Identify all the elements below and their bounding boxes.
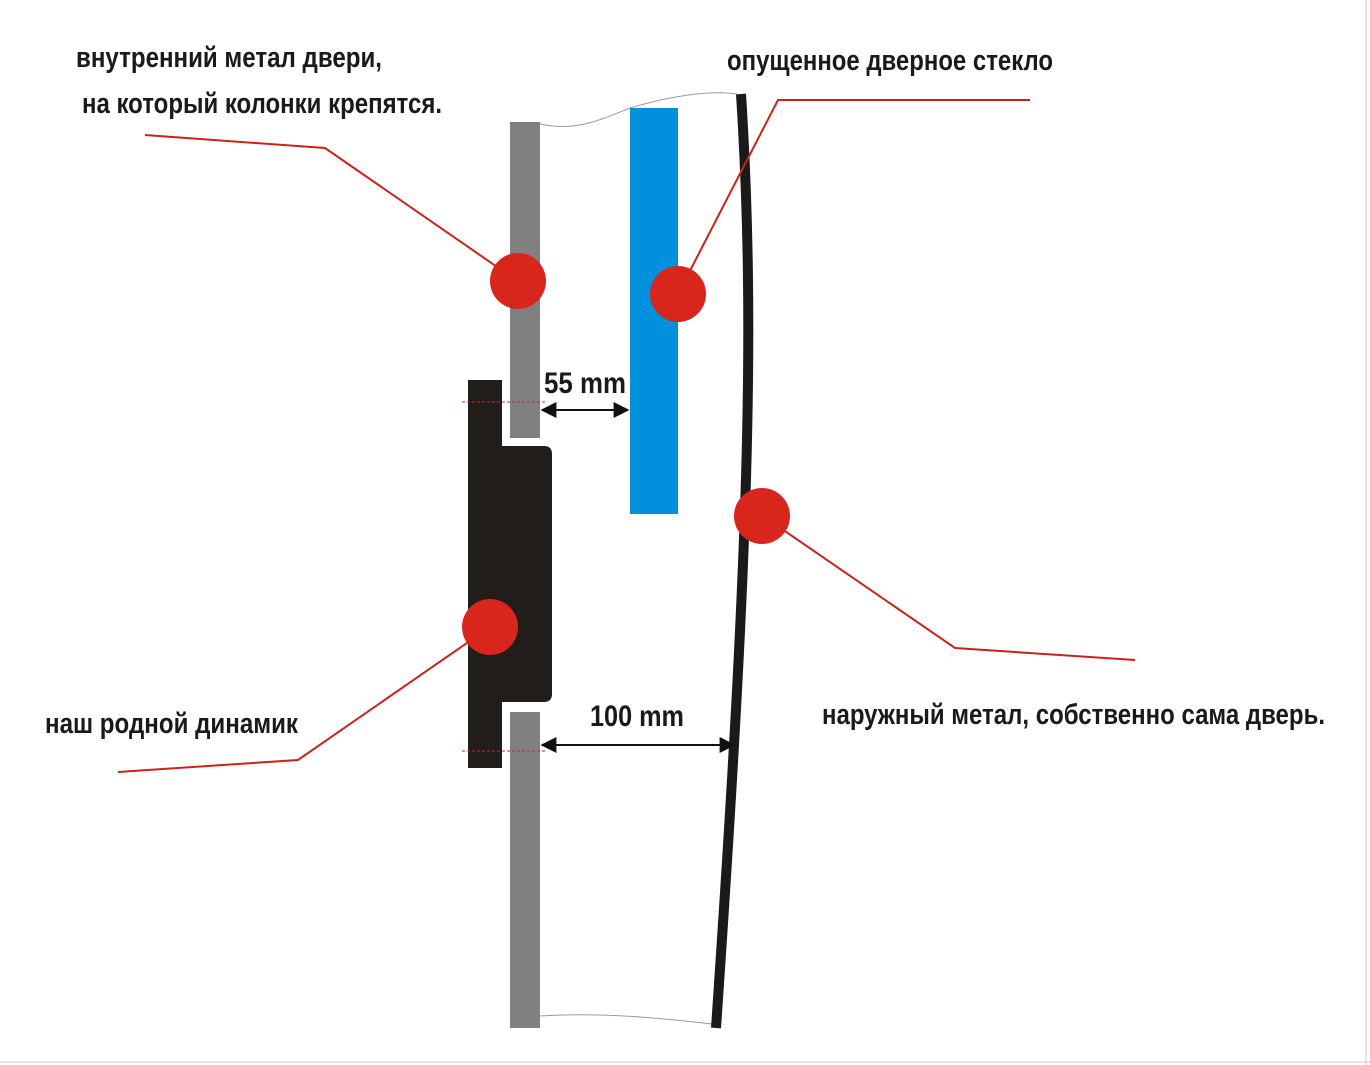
speaker-body [468,380,552,768]
leader-glass [677,99,1030,295]
bottom-connector-curve [539,1014,713,1025]
marker-inner-metal [490,253,546,309]
dimension-label-100mm: 100 mm [590,700,684,733]
label-outer-metal: наружный метал, собственно сама дверь. [822,699,1325,731]
label-inner-metal-line2: на который колонки крепятся. [82,88,442,120]
leader-outer-metal [762,515,1136,661]
marker-outer-metal [734,488,790,544]
marker-glass [650,266,706,322]
label-glass: опущенное дверное стекло [727,45,1053,77]
marker-speaker [462,599,518,655]
leader-speaker [117,626,491,773]
dimension-label-55mm: 55 mm [544,367,626,400]
label-speaker: наш родной динамик [45,708,298,740]
top-connector-curve [539,92,738,128]
inner-metal-lower [510,712,540,1028]
label-inner-metal-line1: внутренний метал двери, [76,42,382,74]
outer-metal-curve [711,93,754,1029]
leader-inner-metal [144,134,517,281]
